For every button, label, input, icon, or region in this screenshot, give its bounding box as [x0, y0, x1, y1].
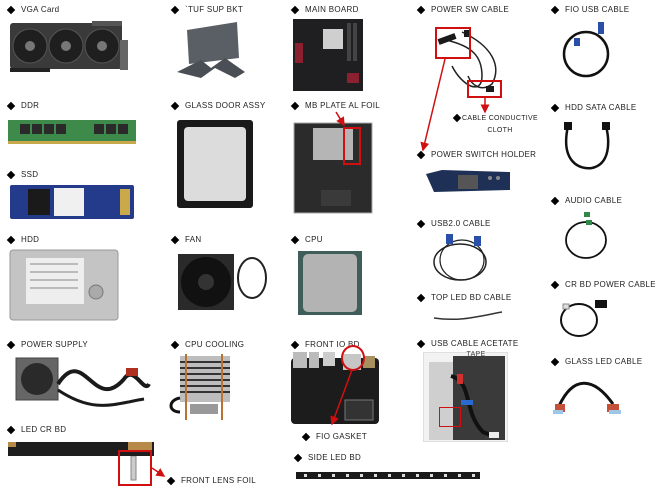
bullet-icon: [6, 340, 16, 349]
cr-bd-power-cable-image: [560, 300, 607, 337]
label-tuf-sup-bkt: `TUF SUP BKT: [170, 5, 243, 14]
bullet-icon: [170, 340, 180, 349]
acetate-tape-fragment: TAPE: [466, 351, 486, 358]
label-front-io-bd: FRONT IO BD: [290, 340, 360, 349]
fan-image: [178, 254, 267, 310]
led-cr-bd-image: [8, 442, 154, 456]
mb-plate-al-foil-highlight: [343, 127, 361, 165]
bullet-icon: [550, 196, 560, 205]
label-power-supply: POWER SUPPLY: [6, 340, 88, 349]
bullet-icon: [6, 235, 16, 244]
bullet-icon: [301, 432, 311, 441]
bullet-icon: [550, 280, 560, 289]
fio-usb-cable-image: [562, 22, 610, 78]
bullet-icon: [550, 357, 560, 366]
label-power-sw-cable: POWER SW CABLE: [416, 5, 509, 14]
hdd-sata-cable-image: [564, 122, 610, 170]
label-fan: FAN: [170, 235, 201, 244]
bullet-icon: [550, 103, 560, 112]
usb2-cable-image: [433, 234, 487, 281]
bullet-icon: [170, 101, 180, 110]
label-main-board: MAIN BOARD: [290, 5, 359, 14]
label-glass-door-assy: GLASS DOOR ASSY: [170, 101, 266, 110]
label-front-lens-foil: FRONT LENS FOIL: [166, 476, 256, 485]
ddr-image: [8, 120, 136, 144]
power-sw-cable-image: [437, 30, 497, 92]
bullet-icon: [290, 235, 300, 244]
front-lens-foil-image: [130, 456, 137, 481]
bullet-icon: [550, 5, 560, 14]
bullet-icon: [290, 101, 300, 110]
bullet-icon: [6, 170, 16, 179]
bullet-icon: [290, 5, 300, 14]
label-led-cr-bd: LED CR BD: [6, 425, 66, 434]
bullet-icon: [6, 5, 16, 14]
bullet-icon: [170, 235, 180, 244]
ssd-image: [10, 185, 134, 219]
label-mb-plate-al-foil: MB PLATE AL FOIL: [290, 101, 380, 110]
bullet-icon: [166, 476, 176, 485]
tuf-sup-bkt-image: [177, 22, 245, 78]
fio-gasket-highlight: [341, 345, 365, 371]
label-usb-cable-acetate: USB CABLE ACETATE: [416, 339, 519, 348]
bullet-icon: [416, 150, 426, 159]
hdd-image: [9, 249, 119, 321]
label-ssd: SSD: [6, 170, 38, 179]
label-glass-led-cable: GLASS LED CABLE: [550, 357, 642, 366]
bullet-icon: [416, 219, 426, 228]
power-supply-image: [15, 357, 151, 407]
label-top-led-bd-cable: TOP LED BD CABLE: [416, 293, 512, 302]
side-led-bd-image: [296, 472, 480, 479]
label-cr-bd-power-cable: CR BD POWER CABLE: [550, 280, 655, 289]
label-hdd: HDD: [6, 235, 39, 244]
usb-cable-acetate-highlight: [439, 407, 461, 427]
bullet-icon: [416, 339, 426, 348]
glass-led-cable-image: [553, 381, 621, 414]
top-led-bd-cable-image: [433, 311, 503, 321]
label-cpu-cooling: CPU COOLING: [170, 340, 244, 349]
label-side-led-bd: SIDE LED BD: [293, 453, 361, 462]
cable-conductive-cloth-text: CABLE CONDUCTIVE CLOTH: [462, 115, 538, 134]
audio-cable-image: [565, 212, 607, 259]
power-sw-cable-highlight-2: [467, 80, 502, 98]
main-board-image: [293, 19, 363, 91]
label-hdd-sata-cable: HDD SATA CABLE: [550, 103, 636, 112]
label-usb2-cable: USB2.0 CABLE: [416, 219, 491, 228]
bullet-icon: [416, 5, 426, 14]
vga-card-image: [10, 21, 128, 72]
label-cpu: CPU: [290, 235, 323, 244]
usb-cable-acetate-image: [423, 352, 508, 442]
bullet-icon: [416, 293, 426, 302]
front-io-bd-image: [291, 352, 379, 424]
bullet-icon: [6, 425, 16, 434]
label-fio-usb-cable: FIO USB CABLE: [550, 5, 629, 14]
bullet-icon: [6, 101, 16, 110]
bullet-icon: [170, 5, 180, 14]
power-switch-holder-image: [426, 170, 510, 192]
glass-door-assy-image: [177, 120, 253, 208]
label-vga-card: VGA Card: [6, 5, 59, 14]
bullet-icon: [290, 340, 300, 349]
front-lens-foil-highlight: [118, 450, 152, 486]
mb-plate-al-foil-image: [293, 122, 373, 214]
power-sw-cable-highlight-1: [435, 27, 471, 59]
label-power-switch-holder: POWER SWITCH HOLDER: [416, 150, 536, 159]
label-fio-gasket: FIO GASKET: [301, 432, 367, 441]
label-ddr: DDR: [6, 101, 39, 110]
bullet-icon: [293, 453, 303, 462]
label-audio-cable: AUDIO CABLE: [550, 196, 622, 205]
cpu-cooling-image: [169, 354, 230, 420]
cpu-image: [298, 251, 362, 315]
